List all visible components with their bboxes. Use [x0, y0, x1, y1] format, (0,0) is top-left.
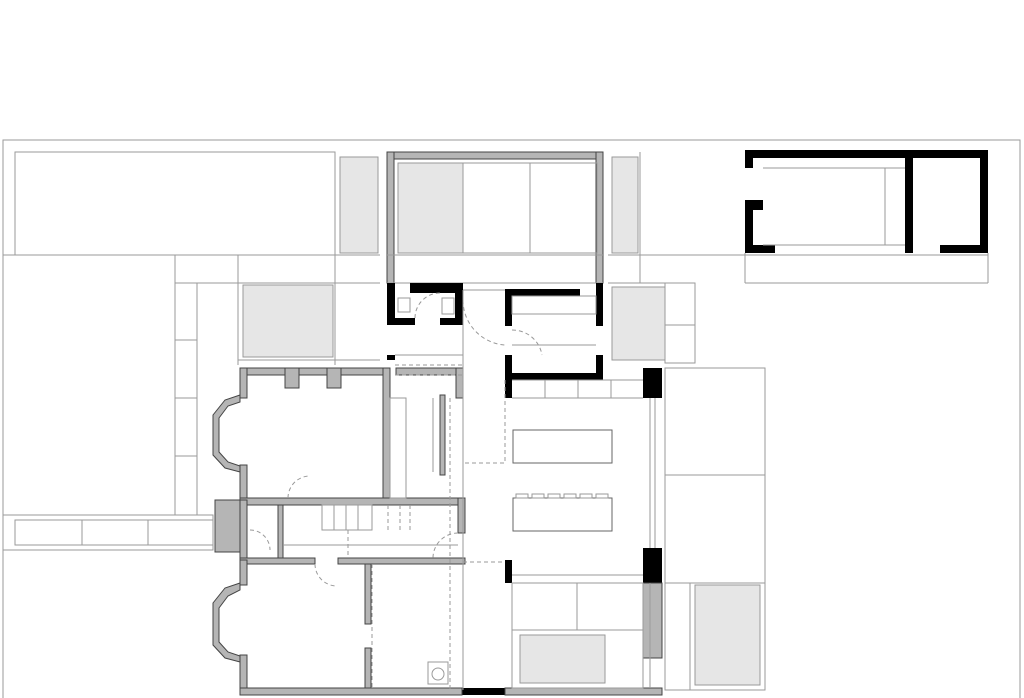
- garden-planters: [242, 156, 761, 686]
- rear-pavilion: [386, 151, 604, 284]
- furniture: [397, 297, 613, 685]
- dining-chairs: [515, 493, 609, 499]
- wc-toilet: [441, 297, 455, 315]
- site-boundary: [2, 139, 1021, 698]
- wc-basin: [397, 297, 411, 313]
- kitchen-island: [512, 429, 613, 464]
- interior-lines: [283, 289, 656, 690]
- boiler: [427, 661, 449, 685]
- existing-house-walls: [212, 367, 663, 696]
- dining-table: [512, 497, 613, 532]
- new-walls: [387, 283, 662, 695]
- garden-studio: [745, 150, 988, 253]
- dashed-overhead-lines: [347, 325, 506, 690]
- door-swings: [249, 292, 543, 587]
